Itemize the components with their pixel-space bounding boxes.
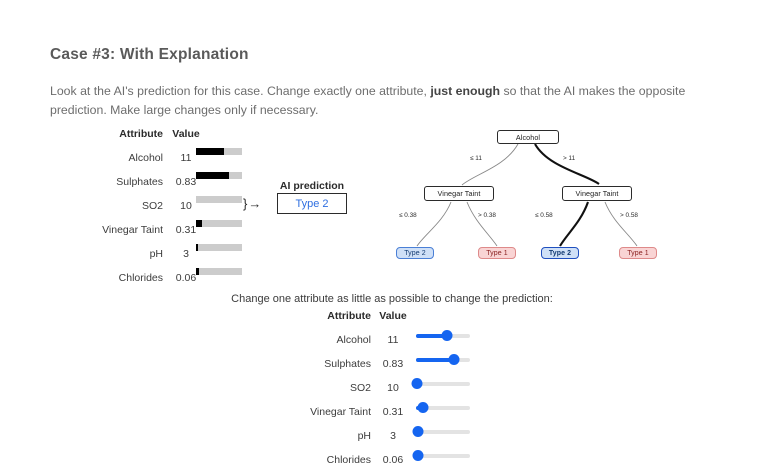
ai-prediction-box: Type 2 [277,193,347,214]
ai-prediction-value: Type 2 [295,197,329,210]
edge-label-left-left: ≤ 0.38 [399,212,417,219]
attr-bar-fill [196,244,198,251]
slider-thumb[interactable] [411,378,422,389]
decision-tree-diagram: Alcohol Vinegar Taint Vinegar Taint Type… [385,122,685,272]
page-title: Case #3: With Explanation [50,46,249,63]
instructions-emphasis: just enough [430,84,501,98]
attr-name-0: Alcohol [128,152,163,164]
slider-header-attribute: Attribute [327,310,371,322]
edge-right-left [559,201,589,247]
slider-value-4: 3 [390,430,396,442]
tree-node-vinegar-taint-left[interactable]: Vinegar Taint [424,186,494,201]
attr-bar-track [196,196,242,203]
attr-bar-track [196,220,242,227]
slider-thumb[interactable] [448,354,460,365]
tree-leaf-type2-selected[interactable]: Type 2 [541,247,579,259]
attr-value-5: 0.06 [175,272,197,284]
attr-bar-fill [196,172,230,179]
edge-left-left [416,201,452,247]
edge-label-right-right: > 0.58 [620,212,638,219]
slider-thumb[interactable] [412,426,424,437]
instructions-text: Look at the AI's prediction for this cas… [50,82,710,120]
attr-header-attribute: Attribute [119,128,163,140]
change-attribute-prompt: Change one attribute as little as possib… [231,293,553,305]
edge-root-left [461,143,519,186]
attr-value-2: 10 [180,200,192,212]
attr-name-2: SO2 [141,200,163,212]
attr-name-4: pH [149,248,163,260]
slider-name-1: Sulphates [324,358,371,370]
edge-right-right [604,201,638,247]
attr-header-value: Value [172,128,200,140]
edge-left-right [466,201,498,247]
edge-label-right-left: ≤ 0.58 [535,212,553,219]
tree-leaf-type1-left[interactable]: Type 1 [478,247,516,259]
slider-name-2: SO2 [349,382,371,394]
slider-name-0: Alcohol [336,334,371,346]
attr-value-0: 11 [180,152,192,164]
slider-row-5[interactable] [412,450,472,461]
attr-bar-track [196,244,242,251]
slider-value-1: 0.83 [382,358,404,370]
attr-bar-fill [196,268,200,275]
slider-fill [416,333,448,338]
edge-label-left-right: > 0.38 [478,212,496,219]
slider-value-0: 11 [387,334,399,346]
attr-bar-fill [196,220,202,227]
attr-bar-row [196,267,242,276]
attr-value-1: 0.83 [175,176,197,188]
slider-header-value: Value [379,310,407,322]
slider-row-1[interactable] [416,354,472,365]
tree-leaf-type1-right[interactable]: Type 1 [619,247,657,259]
slider-track[interactable] [416,405,470,410]
attr-bar-row [196,171,242,180]
slider-track[interactable] [416,429,470,434]
slider-row-4[interactable] [412,426,472,437]
attr-bar-row [196,147,242,156]
tree-node-root[interactable]: Alcohol [497,130,559,144]
slider-value-2: 10 [387,382,399,394]
edge-label-root-right: > 11 [563,155,576,162]
slider-name-4: pH [357,430,371,442]
tree-node-vinegar-taint-right[interactable]: Vinegar Taint [562,186,632,201]
attr-bar-track [196,268,242,275]
slider-fill [416,357,454,362]
attr-name-1: Sulphates [116,176,163,188]
brace-arrow-icon: }→ [243,196,263,211]
attr-name-3: Vinegar Taint [102,224,163,236]
attr-bar-row [196,195,242,204]
slider-thumb[interactable] [412,450,424,461]
tree-edges-svg [416,143,638,247]
instructions-part-2: so that the AI makes the opposite predic… [50,84,686,117]
attr-value-3: 0.31 [175,224,197,236]
slider-row-3[interactable] [416,402,472,413]
tree-leaf-type2-left[interactable]: Type 2 [396,247,434,259]
slider-row-2[interactable] [411,378,472,389]
edge-label-root-left: ≤ 11 [470,155,482,162]
slider-thumb[interactable] [441,330,453,341]
instructions-part-1: Look at the AI's prediction for this cas… [50,84,431,98]
attribute-bar-column [196,147,242,291]
edge-root-right [534,143,600,185]
ai-prediction-label: AI prediction [279,180,345,192]
slider-name-5: Chlorides [326,454,371,466]
slider-column [411,330,472,474]
slider-name-3: Vinegar Taint [310,406,371,418]
attr-bar-row [196,243,242,252]
attr-value-4: 3 [183,248,189,260]
slider-value-5: 0.06 [382,454,404,466]
attr-bar-fill [196,148,224,155]
slider-thumb[interactable] [417,402,428,413]
slider-row-0[interactable] [416,330,472,341]
slider-track[interactable] [416,381,470,386]
slider-track[interactable] [416,453,470,458]
attr-bar-row [196,219,242,228]
attr-name-5: Chlorides [118,272,163,284]
slider-value-3: 0.31 [382,406,404,418]
